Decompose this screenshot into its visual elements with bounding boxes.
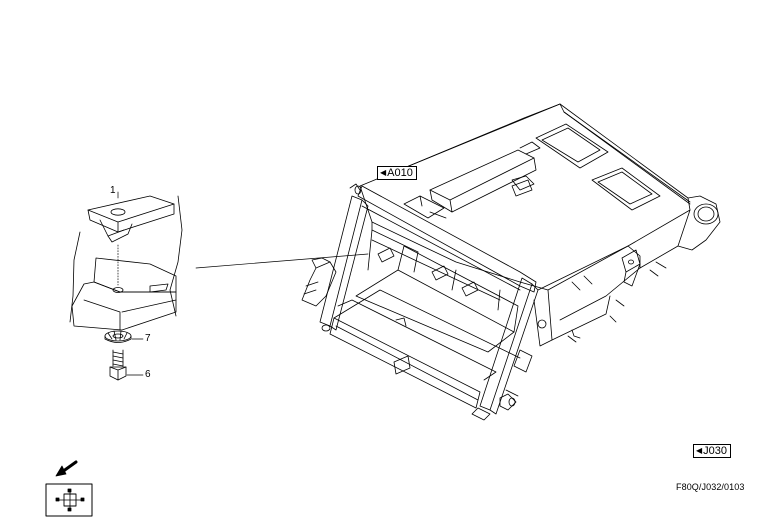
reference-j030[interactable]: ◀J030 — [693, 444, 732, 458]
callout-part-6: 6 — [145, 369, 151, 380]
arrow-down-left-icon — [55, 460, 78, 477]
cross-orientation-icon — [45, 483, 93, 517]
reference-a010[interactable]: ◀A010 — [377, 166, 417, 180]
callout-part-1: 1 — [110, 185, 116, 196]
part-7-washer — [104, 330, 132, 343]
part-1-wedge-bracket — [87, 195, 175, 243]
drawing-code: F80Q/J032/0103 — [676, 482, 745, 492]
triangle-left-icon: ◀ — [380, 168, 387, 177]
callout-part-7: 7 — [145, 333, 151, 344]
reference-j030-label: J030 — [703, 445, 728, 457]
reference-a010-label: A010 — [387, 167, 413, 179]
main-frame-assembly — [301, 103, 721, 421]
part-6-bolt — [109, 349, 127, 381]
frame-section-detail — [69, 195, 183, 331]
triangle-left-icon: ◀ — [696, 446, 703, 455]
